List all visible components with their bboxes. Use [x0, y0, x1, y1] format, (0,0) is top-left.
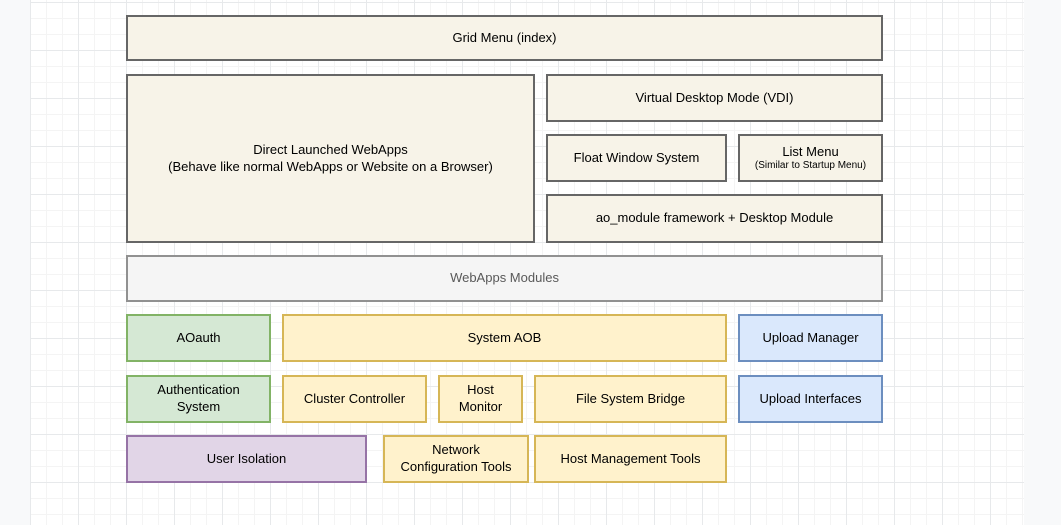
node-label: Authentication — [157, 382, 240, 398]
node-label: Monitor — [458, 399, 503, 414]
node-label: List Menu — [782, 143, 839, 159]
node-label: Cluster Controller — [303, 390, 406, 406]
node-label: Virtual Desktop Mode (VDI) — [635, 89, 794, 105]
node-label: Network — [432, 442, 480, 458]
node-label: (Similar to Startup Menu) — [754, 160, 867, 172]
node-system-aob[interactable]: System AOB — [282, 314, 727, 362]
node-file-system-bridge[interactable]: File System Bridge — [534, 375, 727, 423]
node-label: AOauth — [176, 329, 221, 345]
node-label: System — [176, 399, 221, 414]
node-upload-interfaces[interactable]: Upload Interfaces — [738, 375, 883, 423]
node-virtual-desktop-mode[interactable]: Virtual Desktop Mode (VDI) — [546, 74, 883, 122]
node-ao-module-framework[interactable]: ao_module framework + Desktop Module — [546, 194, 883, 243]
node-label: Configuration Tools — [400, 459, 512, 474]
node-label: File System Bridge — [575, 390, 686, 406]
node-label: Float Window System — [573, 149, 700, 165]
node-list-menu[interactable]: List Menu(Similar to Startup Menu) — [738, 134, 883, 182]
node-upload-manager[interactable]: Upload Manager — [738, 314, 883, 362]
node-label: Upload Manager — [762, 329, 859, 345]
node-label: Grid Menu (index) — [452, 29, 557, 45]
node-direct-launched-webapps[interactable]: Direct Launched WebApps(Behave like norm… — [126, 74, 535, 243]
node-float-window-system[interactable]: Float Window System — [546, 134, 727, 182]
node-label: User Isolation — [206, 450, 287, 466]
node-label: (Behave like normal WebApps or Website o… — [168, 158, 493, 174]
node-webapps-modules[interactable]: WebApps Modules — [126, 255, 883, 302]
node-label: Host — [467, 382, 494, 398]
node-aoauth[interactable]: AOauth — [126, 314, 271, 362]
node-grid-menu[interactable]: Grid Menu (index) — [126, 15, 883, 61]
node-label: Upload Interfaces — [759, 390, 862, 406]
node-label: Host Management Tools — [560, 450, 701, 466]
node-user-isolation[interactable]: User Isolation — [126, 435, 367, 483]
node-cluster-controller[interactable]: Cluster Controller — [282, 375, 427, 423]
node-host-management-tools[interactable]: Host Management Tools — [534, 435, 727, 483]
node-label: Direct Launched WebApps — [253, 141, 408, 157]
node-label: WebApps Modules — [450, 270, 559, 286]
node-label: ao_module framework + Desktop Module — [595, 210, 834, 226]
node-label: System AOB — [467, 329, 542, 345]
